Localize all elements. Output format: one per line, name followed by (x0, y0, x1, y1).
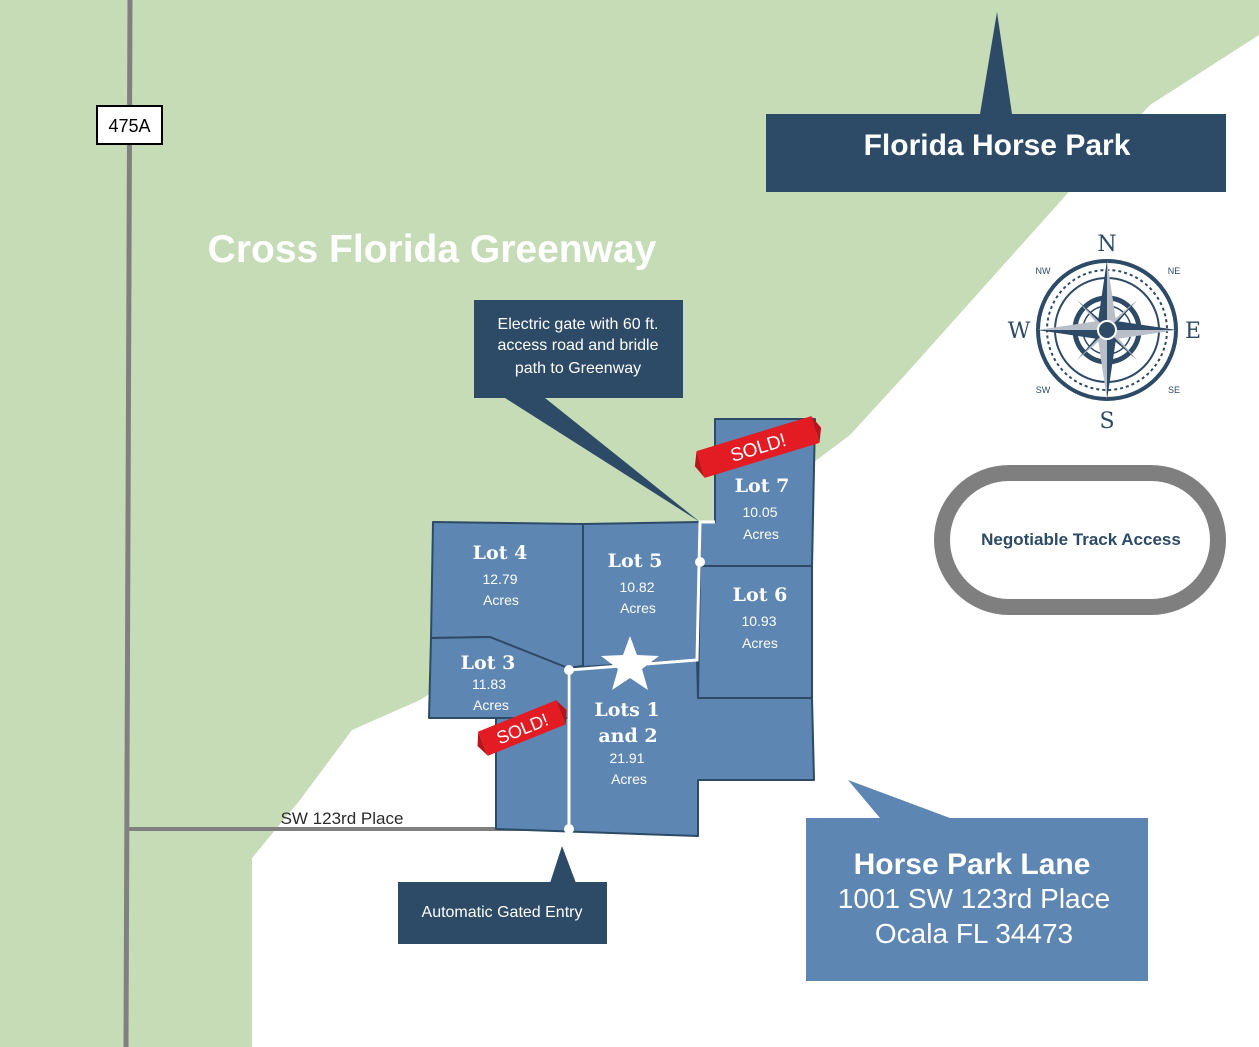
address-line-2: Ocala FL 34473 (875, 918, 1073, 949)
lot-6-label: Lot 6 10.93 Acres (733, 584, 788, 651)
compass-ne: NE (1168, 266, 1181, 276)
address-line-1: 1001 SW 123rd Place (838, 883, 1110, 914)
svg-text:Lot 3: Lot 3 (461, 652, 516, 674)
svg-text:10.05: 10.05 (742, 504, 777, 520)
compass-se: SE (1168, 385, 1180, 395)
compass-nw: NW (1036, 266, 1051, 276)
gate-node-entry (564, 824, 574, 834)
svg-text:11.83: 11.83 (472, 676, 506, 692)
horse-park-callout: Florida Horse Park (766, 12, 1226, 192)
svg-text:Acres: Acres (620, 600, 656, 616)
address-title: Horse Park Lane (854, 848, 1091, 881)
track-label: Negotiable Track Access (981, 530, 1181, 549)
compass-e: E (1185, 319, 1201, 344)
street-label: SW 123rd Place (281, 809, 404, 828)
entry-callout: Automatic Gated Entry (398, 846, 607, 944)
gate-callout-line-3: path to Greenway (515, 360, 641, 377)
lots-1-2-label: Lots 1 and 2 21.91 Acres (594, 699, 659, 787)
gate-node-center (564, 665, 574, 675)
svg-text:Acres: Acres (743, 526, 779, 542)
svg-text:21.91: 21.91 (609, 750, 644, 766)
gate-callout-line-1: Electric gate with 60 ft. (498, 316, 659, 333)
gate-callout: Electric gate with 60 ft. access road an… (474, 300, 700, 522)
compass-sw: SW (1036, 385, 1051, 395)
address-callout: Horse Park Lane 1001 SW 123rd Place Ocal… (806, 780, 1148, 981)
svg-text:Lots 1: Lots 1 (594, 699, 659, 721)
svg-text:Acres: Acres (473, 697, 509, 713)
compass-rose-icon: N S E W NE NW SE SW (1008, 232, 1201, 434)
svg-text:Lot 6: Lot 6 (733, 584, 788, 606)
svg-text:Acres: Acres (483, 592, 519, 608)
svg-text:10.93: 10.93 (741, 613, 776, 629)
compass-s: S (1099, 409, 1114, 434)
svg-text:Acres: Acres (742, 635, 778, 651)
svg-text:Acres: Acres (611, 771, 647, 787)
lot-5-label: Lot 5 10.82 Acres (608, 550, 663, 616)
svg-text:10.82: 10.82 (619, 579, 654, 595)
compass-n: N (1097, 232, 1116, 257)
svg-text:Lot 7: Lot 7 (735, 475, 790, 497)
gate-node-north (695, 557, 705, 567)
highway-shield: 475A (96, 105, 163, 145)
home-star-icon (601, 636, 659, 690)
lot-3-label: Lot 3 11.83 Acres (461, 652, 516, 713)
highway-label: 475A (108, 116, 150, 136)
lot-4-label: Lot 4 12.79 Acres (473, 542, 528, 608)
highway-475a (123, 0, 133, 1047)
track-access: Negotiable Track Access (934, 465, 1226, 615)
svg-text:12.79: 12.79 (482, 571, 517, 587)
svg-text:Lot 5: Lot 5 (608, 550, 663, 572)
compass-w: W (1008, 319, 1031, 344)
entry-callout-label: Automatic Gated Entry (422, 904, 583, 921)
internal-access-road (567, 520, 715, 829)
svg-text:and 2: and 2 (598, 725, 657, 747)
gate-callout-line-2: access road and bridle (498, 337, 659, 354)
horse-park-label: Florida Horse Park (864, 129, 1131, 162)
lot-5-parcel[interactable] (567, 521, 701, 669)
lot-7-label: Lot 7 10.05 Acres (735, 475, 790, 542)
greenway-label: Cross Florida Greenway (208, 228, 657, 271)
svg-text:Lot 4: Lot 4 (473, 542, 528, 564)
